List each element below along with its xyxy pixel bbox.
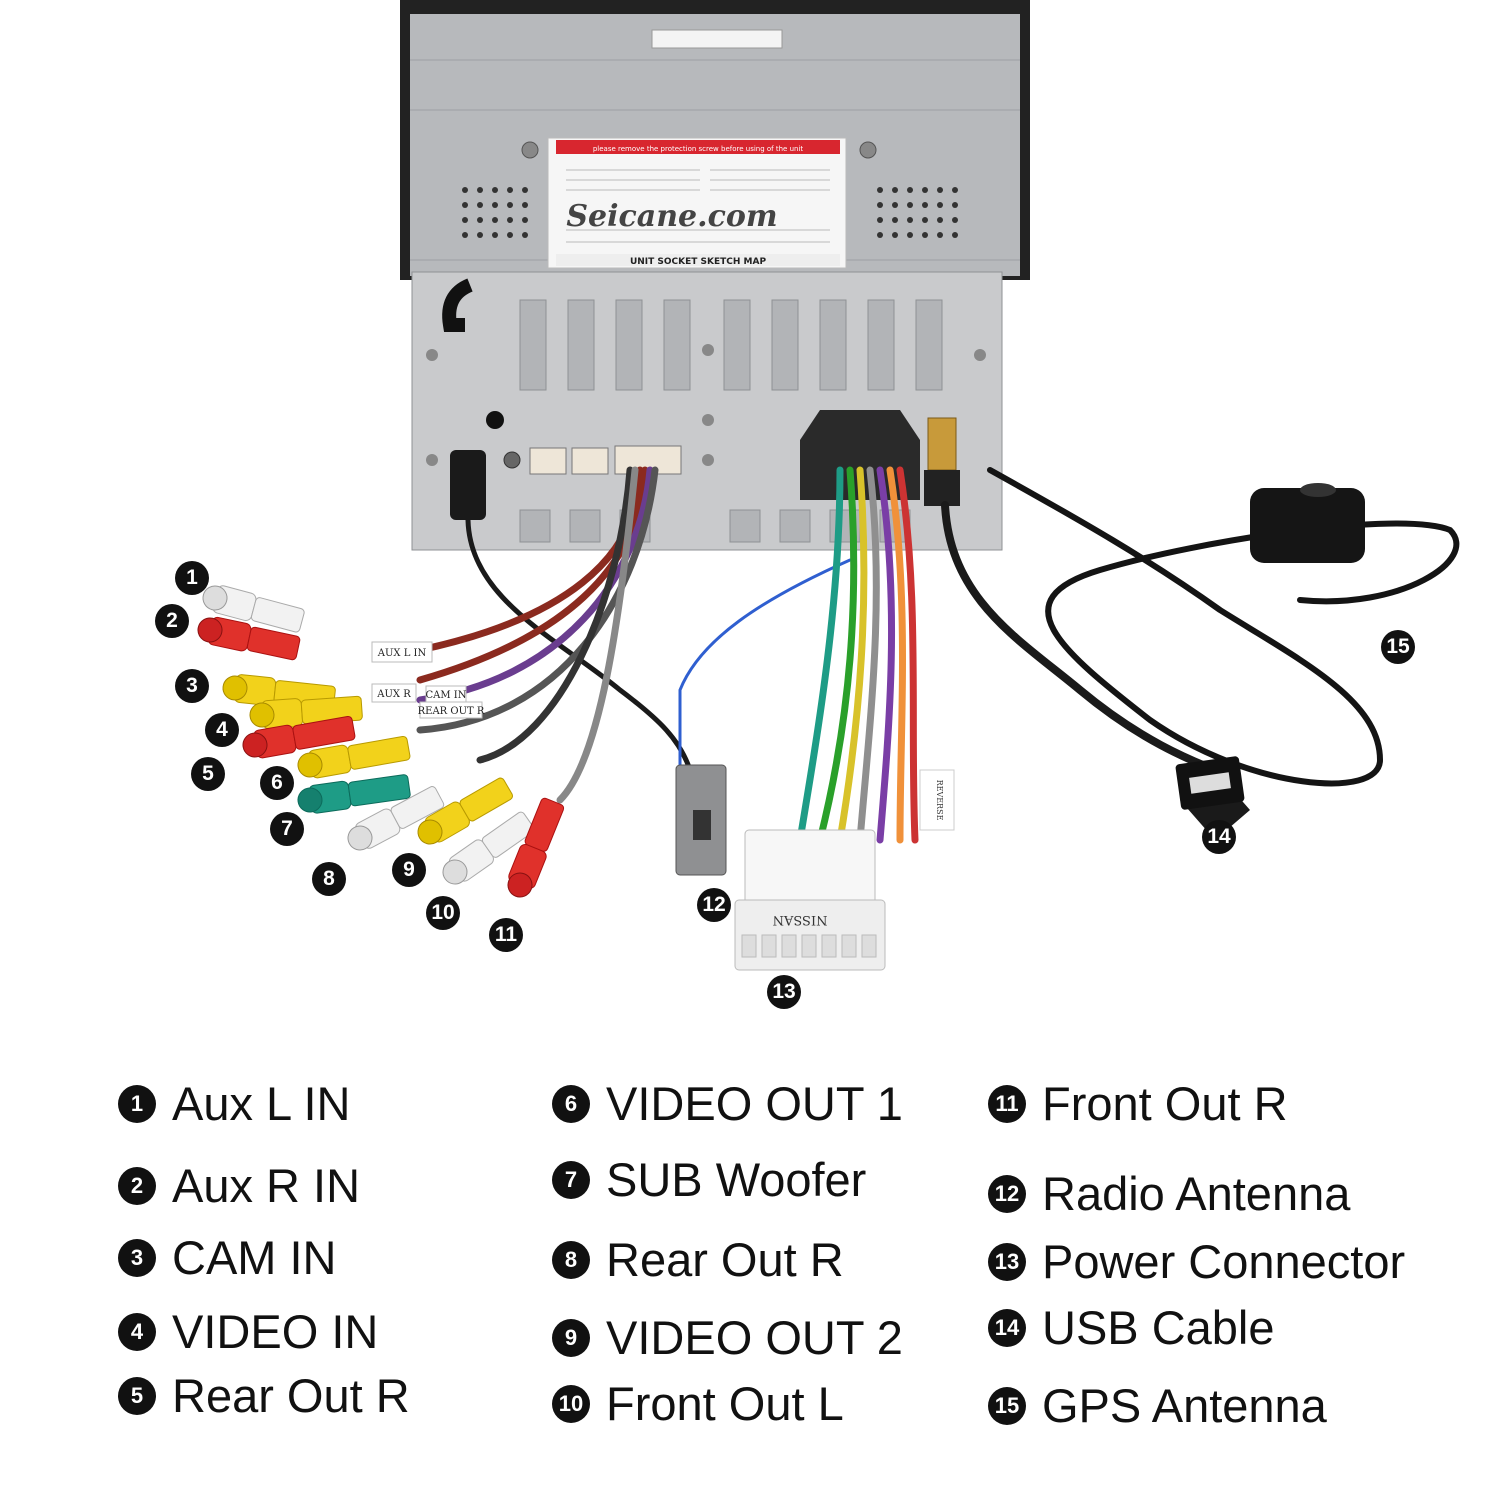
legend-item-front-out-l: 10 Front Out L	[552, 1376, 844, 1431]
harness-tags: AUX L IN AUX R CAM IN REAR OUT R	[371, 641, 485, 719]
radio-antenna-plug	[675, 764, 727, 876]
legend-badge: 4	[118, 1312, 156, 1351]
legend-badge: 11	[988, 1084, 1026, 1123]
legend-label: VIDEO IN	[172, 1305, 379, 1358]
callout-13: 13	[767, 975, 801, 1009]
reverse-tag: REVERSE	[935, 780, 944, 821]
legend-item-power-connector: 13 Power Connector	[988, 1234, 1405, 1289]
legend-label: Radio Antenna	[1042, 1167, 1351, 1220]
head-unit-wiring-diagram: please remove the protection screw befor…	[197, 0, 1460, 971]
callout-7: 7	[270, 812, 304, 846]
callout-8: 8	[312, 862, 346, 896]
rca-plug-front-out-r	[507, 797, 565, 898]
cables	[416, 466, 1460, 844]
gps-antenna-puck	[1250, 483, 1365, 563]
legend-item-video-in: 4 VIDEO IN	[118, 1304, 378, 1359]
legend-item-sub-woofer: 7 SUB Woofer	[552, 1152, 866, 1207]
legend-label: Aux L IN	[172, 1077, 351, 1130]
rca-plug-aux-l-in	[202, 585, 305, 633]
legend-label: Rear Out R	[172, 1369, 410, 1422]
legend-item-gps-antenna: 15 GPS Antenna	[988, 1378, 1327, 1433]
legend-badge: 7	[552, 1160, 590, 1199]
legend-label: GPS Antenna	[1042, 1379, 1327, 1432]
legend-badge: 2	[118, 1166, 156, 1205]
power-plug-brand: NISSAN	[773, 912, 828, 927]
sticker-title: UNIT SOCKET SKETCH MAP	[630, 257, 767, 267]
sticker-warning: please remove the protection screw befor…	[593, 145, 804, 153]
legend-badge: 14	[988, 1308, 1026, 1347]
legend-label: SUB Woofer	[606, 1153, 867, 1206]
rear-bracket	[411, 271, 1003, 551]
legend-label: Front Out L	[606, 1377, 844, 1430]
callout-9: 9	[392, 853, 426, 887]
legend-badge: 1	[118, 1084, 156, 1123]
legend-badge: 12	[988, 1174, 1026, 1213]
legend-badge: 8	[552, 1240, 590, 1279]
legend-label: VIDEO OUT 2	[606, 1311, 903, 1364]
legend-item-video-out-2: 9 VIDEO OUT 2	[552, 1310, 903, 1365]
radio-antenna-socket	[450, 450, 486, 520]
legend-badge: 6	[552, 1084, 590, 1123]
usb-connector	[1175, 756, 1250, 840]
legend-badge: 13	[988, 1242, 1026, 1281]
callout-4: 4	[205, 713, 239, 747]
power-connector-plug: NISSAN REVERSE	[734, 769, 955, 971]
rca-plug-aux-r-in	[197, 616, 301, 661]
legend-item-aux-l-in: 1 Aux L IN	[118, 1076, 351, 1131]
rca-plug-sub-woofer	[297, 774, 411, 814]
callout-14: 14	[1202, 820, 1236, 854]
legend-badge: 3	[118, 1238, 156, 1277]
legend-label: Power Connector	[1042, 1235, 1406, 1288]
tag-cam-in: CAM IN	[426, 690, 467, 701]
legend-item-video-out-1: 6 VIDEO OUT 1	[552, 1076, 903, 1131]
callout-2: 2	[155, 604, 189, 638]
callout-1: 1	[175, 561, 209, 595]
rca-plug-rear-out-r-5	[242, 715, 356, 759]
rca-plug-rear-out-r-8	[347, 786, 445, 851]
legend-item-rear-out-r-8: 8 Rear Out R	[552, 1232, 844, 1287]
legend-label: Front Out R	[1042, 1077, 1288, 1130]
brand-watermark: Seicane.com	[566, 199, 777, 234]
legend-label: CAM IN	[172, 1231, 337, 1284]
legend-item-aux-r-in: 2 Aux R IN	[118, 1158, 360, 1213]
legend-label: VIDEO OUT 1	[606, 1077, 903, 1130]
rca-plug-front-out-l	[442, 811, 535, 885]
legend-label: USB Cable	[1042, 1301, 1275, 1354]
tag-aux-r: AUX R	[376, 689, 411, 700]
legend-item-usb-cable: 14 USB Cable	[988, 1300, 1275, 1355]
callout-11: 11	[489, 918, 523, 952]
legend-badge: 10	[552, 1384, 590, 1423]
legend-item-cam-in: 3 CAM IN	[118, 1230, 337, 1285]
rca-plugs	[197, 585, 565, 898]
legend-badge: 15	[988, 1386, 1026, 1425]
rca-plug-video-out-1	[297, 735, 411, 779]
legend-item-front-out-r: 11 Front Out R	[988, 1076, 1288, 1131]
legend-badge: 5	[118, 1376, 156, 1415]
legend-label: Rear Out R	[606, 1233, 844, 1286]
callout-10: 10	[426, 896, 460, 930]
legend-label: Aux R IN	[172, 1159, 361, 1212]
socket-sketch-map-sticker: please remove the protection screw befor…	[547, 137, 847, 269]
rca-plug-video-out-2	[417, 777, 513, 845]
callout-12: 12	[697, 888, 731, 922]
callout-3: 3	[175, 669, 209, 703]
legend-item-radio-antenna: 12 Radio Antenna	[988, 1166, 1350, 1221]
legend-item-rear-out-r-5: 5 Rear Out R	[118, 1368, 410, 1423]
callout-5: 5	[191, 757, 225, 791]
tag-rear-out-r: REAR OUT R	[418, 706, 485, 717]
legend-badge: 9	[552, 1318, 590, 1357]
callout-15: 15	[1381, 630, 1415, 664]
tag-aux-l-in: AUX L IN	[377, 648, 427, 659]
callout-6: 6	[260, 766, 294, 800]
